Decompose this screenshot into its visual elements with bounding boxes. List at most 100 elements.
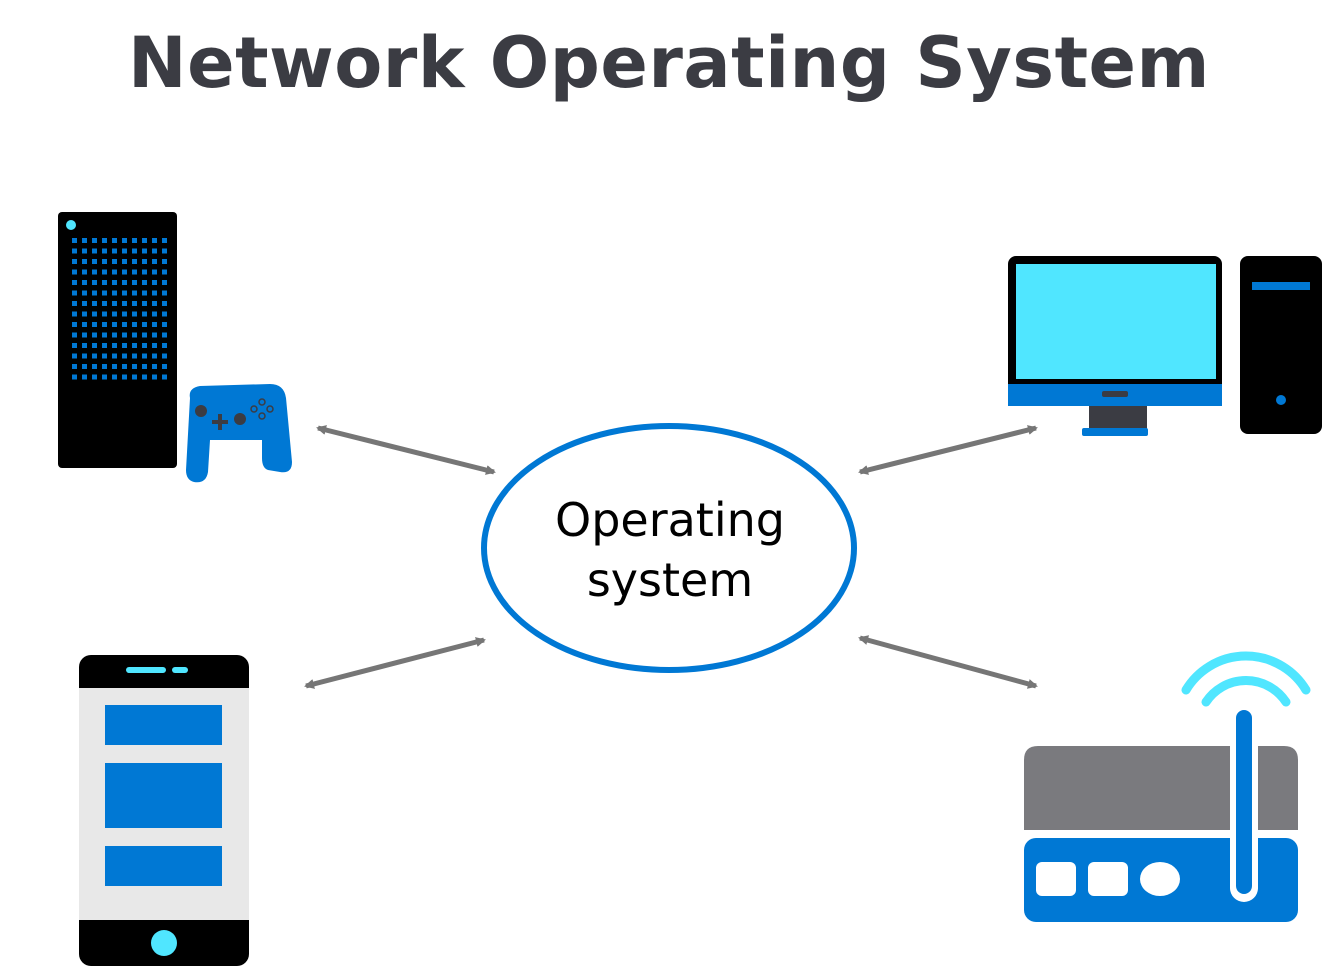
vent-dot	[152, 332, 157, 338]
vent-dot	[122, 343, 127, 348]
vent-dot	[162, 280, 167, 285]
vent-dot	[92, 269, 97, 275]
vent-dot	[92, 343, 97, 348]
vent-dot	[82, 311, 87, 317]
vent-dot	[132, 290, 137, 296]
vent-dot	[162, 259, 167, 264]
vent-dot	[122, 280, 127, 285]
vent-dot	[82, 332, 87, 338]
vent-dot	[112, 290, 117, 296]
vent-dot	[112, 343, 117, 348]
vent-dot	[162, 301, 167, 306]
vent-dot	[132, 374, 137, 380]
vent-dot	[82, 280, 87, 285]
vent-dot	[82, 238, 87, 243]
vent-dot	[142, 353, 147, 359]
vent-dot	[122, 259, 127, 264]
vent-dot	[142, 259, 147, 264]
vent-dot	[152, 311, 157, 317]
vent-dot	[72, 311, 77, 317]
vent-dot	[142, 311, 147, 317]
vent-dot	[142, 322, 147, 327]
vent-dot	[132, 353, 137, 359]
vent-dot	[92, 290, 97, 296]
vent-dot	[72, 332, 77, 338]
vent-dot	[72, 322, 77, 327]
vent-dot	[132, 248, 137, 254]
vent-dot	[132, 301, 137, 306]
vent-dot	[82, 269, 87, 275]
vent-dot	[162, 374, 167, 380]
vent-dot	[132, 332, 137, 338]
vent-dot	[112, 353, 117, 359]
vent-dot	[142, 269, 147, 275]
desktop-computer-icon	[1008, 256, 1322, 436]
vent-dot	[92, 322, 97, 327]
vent-dot	[82, 259, 87, 264]
vent-dot	[122, 364, 127, 369]
vent-dot	[112, 259, 117, 264]
vent-dot	[142, 238, 147, 243]
vent-dot	[162, 248, 167, 254]
operating-system-label-line1: Operating	[555, 493, 785, 547]
vent-dot	[142, 280, 147, 285]
vent-dot	[102, 322, 107, 327]
vent-dot	[102, 269, 107, 275]
vent-dot	[102, 259, 107, 264]
vent-dot	[112, 332, 117, 338]
vent-dot	[152, 374, 157, 380]
vent-dot	[152, 248, 157, 254]
vent-dot	[162, 311, 167, 317]
vent-dot	[162, 353, 167, 359]
vent-dot	[102, 353, 107, 359]
vent-dot	[132, 364, 137, 369]
vent-dot	[162, 269, 167, 275]
vent-dot	[132, 238, 137, 243]
vent-dot	[82, 248, 87, 254]
vent-dot	[102, 238, 107, 243]
vent-dot	[92, 374, 97, 380]
operating-system-label: Operating system	[490, 490, 850, 610]
vent-dot	[162, 238, 167, 243]
vent-dot	[142, 364, 147, 369]
vent-dot	[72, 290, 77, 296]
vent-dot	[102, 374, 107, 380]
vent-dot	[102, 290, 107, 296]
game-console-icon	[58, 212, 292, 483]
vent-dot	[82, 353, 87, 359]
vent-dot	[82, 374, 87, 380]
vent-dot	[162, 322, 167, 327]
vent-dot	[122, 301, 127, 306]
vent-dot	[82, 290, 87, 296]
vent-dot	[142, 290, 147, 296]
vent-dot	[152, 343, 157, 348]
vent-dot	[122, 238, 127, 243]
mobile-phone-icon	[79, 655, 249, 966]
vent-dot	[152, 301, 157, 306]
connector-arrow-bottom-left	[304, 637, 486, 689]
vent-dot	[152, 259, 157, 264]
vent-dot	[92, 332, 97, 338]
vent-dot	[152, 238, 157, 243]
connector-arrow-top-left	[316, 425, 496, 475]
vent-dot	[82, 322, 87, 327]
vent-dot	[132, 322, 137, 327]
vent-dot	[122, 248, 127, 254]
vent-dot	[132, 343, 137, 348]
vent-dot	[152, 269, 157, 275]
vent-dot	[102, 301, 107, 306]
vent-dot	[132, 259, 137, 264]
vent-dot	[72, 269, 77, 275]
vent-dot	[112, 269, 117, 275]
vent-dot	[102, 311, 107, 317]
vent-dot	[82, 343, 87, 348]
vent-dot	[122, 353, 127, 359]
vent-dot	[92, 301, 97, 306]
operating-system-label-line2: system	[586, 553, 754, 607]
vent-dot	[72, 238, 77, 243]
vent-dot	[152, 364, 157, 369]
vent-dot	[82, 364, 87, 369]
vent-dot	[152, 290, 157, 296]
vent-dot	[112, 248, 117, 254]
vent-dot	[72, 374, 77, 380]
